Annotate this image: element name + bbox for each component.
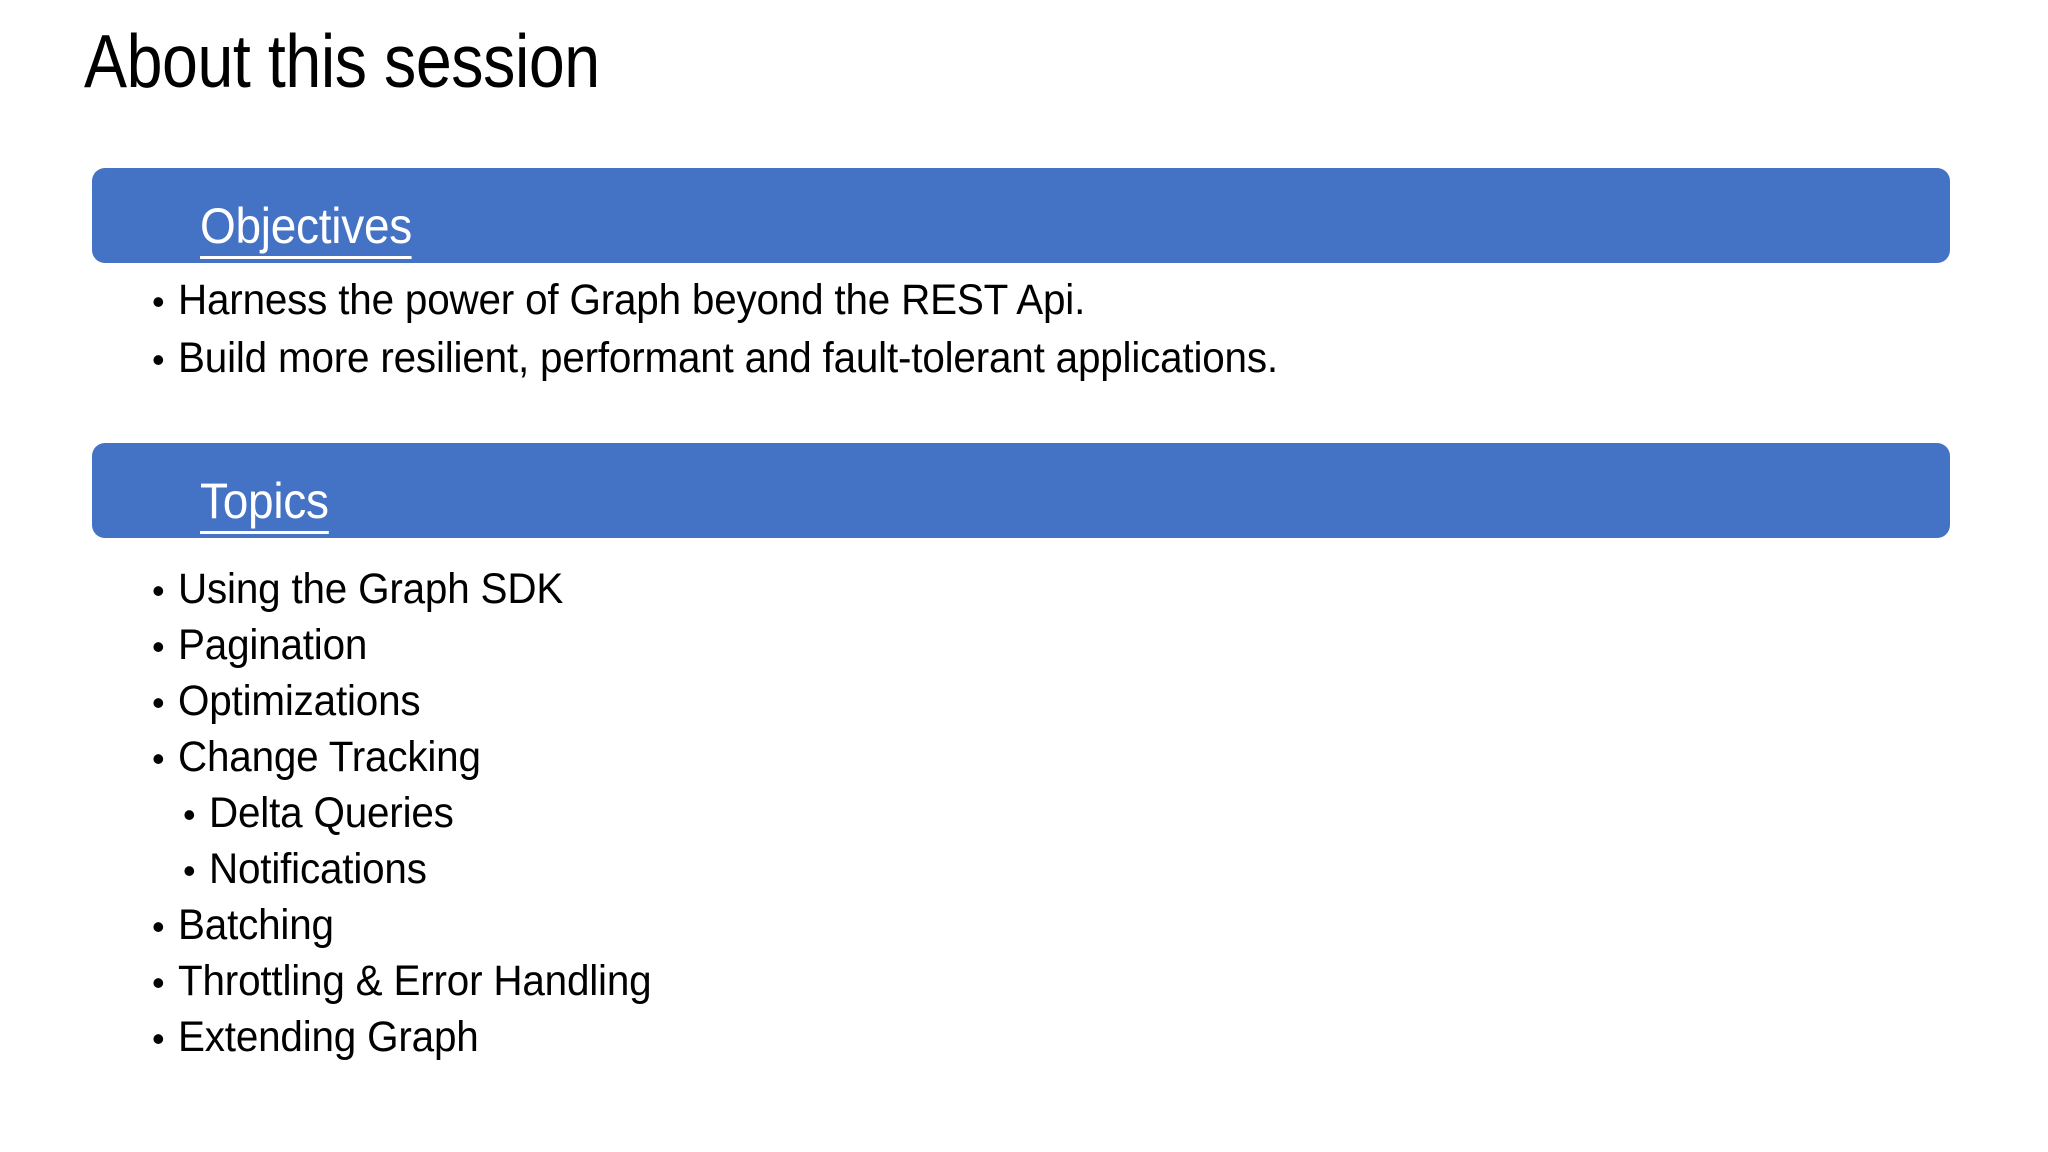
objectives-bullet-list: • Harness the power of Graph beyond the R…	[0, 272, 2048, 388]
list-item-label: Build more resilient, performant and fau…	[178, 334, 1278, 382]
list-item-sub: • Delta Queries	[0, 786, 2048, 842]
list-item-label: Change Tracking	[178, 733, 481, 781]
list-item-sub: • Notifications	[0, 842, 2048, 898]
list-item-label: Extending Graph	[178, 1013, 479, 1061]
bullet-point-icon: •	[152, 906, 165, 947]
section-heading-topics: Topics	[200, 476, 329, 534]
bullet-point-icon: •	[183, 850, 196, 891]
list-item-label: Batching	[178, 901, 334, 949]
list-item-label: Pagination	[178, 621, 368, 669]
bullet-point-icon: •	[152, 281, 165, 322]
bullet-point-icon: •	[183, 794, 196, 835]
list-item: • Throttling & Error Handling	[0, 954, 2048, 1010]
bullet-point-icon: •	[152, 962, 165, 1003]
list-item-label: Harness the power of Graph beyond the RE…	[178, 276, 1086, 324]
bullet-point-icon: •	[152, 1018, 165, 1059]
list-item: • Harness the power of Graph beyond the R…	[0, 272, 2048, 330]
section-header-bar-topics: Topics	[92, 443, 1950, 538]
bullet-point-icon: •	[152, 339, 165, 380]
list-item-label: Throttling & Error Handling	[178, 957, 652, 1005]
list-item-label: Optimizations	[178, 677, 421, 725]
list-item: • Pagination	[0, 618, 2048, 674]
topics-bullet-list: • Using the Graph SDK • Pagination • Optimi…	[0, 562, 2048, 1066]
list-item: • Change Tracking	[0, 730, 2048, 786]
list-item: • Using the Graph SDK	[0, 562, 2048, 618]
list-item: • Batching	[0, 898, 2048, 954]
section-heading-objectives: Objectives	[200, 201, 412, 259]
list-item: • Optimizations	[0, 674, 2048, 730]
list-item-label: Using the Graph SDK	[178, 565, 564, 613]
section-heading-objectives-text: Objectives	[200, 201, 412, 259]
list-item: • Build more resilient, performant and fa…	[0, 330, 2048, 388]
bullet-point-icon: •	[152, 682, 165, 723]
list-item-label: Notifications	[209, 845, 427, 893]
section-heading-topics-text: Topics	[200, 476, 329, 534]
list-item: • Extending Graph	[0, 1010, 2048, 1066]
bullet-point-icon: •	[152, 626, 165, 667]
bullet-point-icon: •	[152, 738, 165, 779]
list-item-label: Delta Queries	[209, 789, 454, 837]
bullet-point-icon: •	[152, 570, 165, 611]
section-header-bar-objectives: Objectives	[92, 168, 1950, 263]
page-title: About this session	[84, 19, 600, 103]
